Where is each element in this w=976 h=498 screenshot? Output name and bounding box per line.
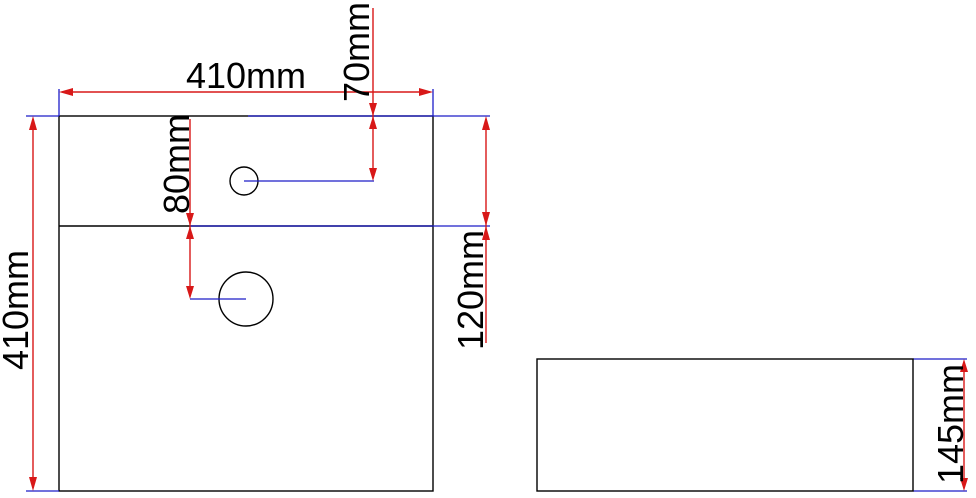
- top-view: [58, 115, 434, 492]
- arrow-up: [482, 116, 490, 130]
- dimension-labels: 410mm 70mm 80mm 410mm 120mm 145mm: [0, 2, 971, 484]
- label-side-height: 145mm: [930, 364, 971, 484]
- arrowheads: [29, 88, 968, 491]
- arrow-down: [29, 477, 37, 491]
- arrow-up: [29, 116, 37, 130]
- arrow-up: [960, 359, 968, 372]
- arrow-up: [186, 226, 194, 239]
- side-view: [536, 358, 914, 492]
- arrow-down: [960, 478, 968, 491]
- label-total-height: 410mm: [0, 250, 36, 370]
- side-outline: [536, 358, 914, 492]
- arrow-down: [186, 286, 194, 299]
- arrow-down: [369, 168, 377, 181]
- basin-outline: [58, 115, 434, 492]
- arrow-down: [186, 213, 194, 226]
- arrow-up: [482, 226, 490, 240]
- label-top-width: 410mm: [186, 55, 306, 96]
- arrow-down: [482, 212, 490, 226]
- label-hole-offset: 80mm: [156, 114, 197, 214]
- dimension-lines: [32, 8, 965, 488]
- arrow-right: [419, 88, 433, 96]
- arrow-down: [369, 103, 377, 116]
- extension-lines: [26, 89, 967, 492]
- arrow-up: [369, 116, 377, 129]
- label-bowl-depth: 120mm: [450, 230, 491, 350]
- arrow-left: [59, 88, 73, 96]
- label-tap-offset: 70mm: [336, 2, 377, 102]
